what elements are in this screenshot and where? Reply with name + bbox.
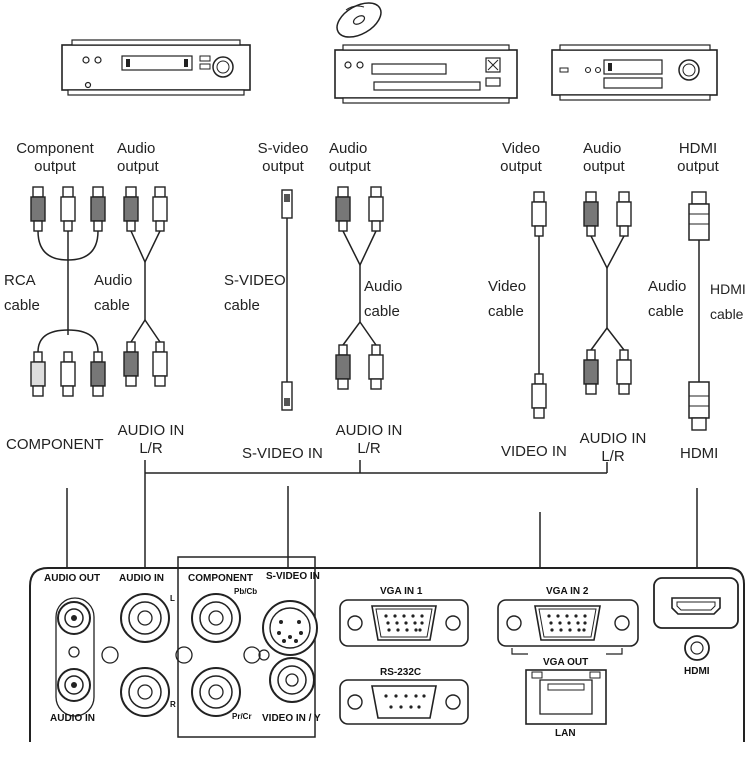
panel-audio-out-label: AUDIO OUT (44, 573, 101, 584)
panel-l-label: L (170, 594, 175, 603)
panel-hdmi-label: HDMI (684, 666, 710, 677)
panel-r-label: R (170, 700, 176, 709)
audio-in-l-jack (120, 593, 170, 643)
component-pr-jack (191, 667, 241, 717)
video-cable (531, 191, 547, 419)
panel-vga-in-1-label: VGA IN 1 (380, 586, 423, 597)
dvd-player-device (334, 44, 518, 104)
rear-panel (29, 556, 745, 742)
disc-icon (336, 2, 382, 38)
svideo-cable (281, 189, 293, 411)
audio-in-jack (57, 668, 91, 702)
audio-out-jack (57, 601, 91, 635)
vga-in-1-port (339, 599, 469, 647)
panel-pb-cb-label: Pb/Cb (234, 587, 258, 596)
panel-svideo-in-label: S-VIDEO IN (266, 571, 320, 582)
rca-cable (30, 186, 106, 397)
lan-port (525, 669, 607, 725)
panel-rs232c-label: RS-232C (380, 667, 422, 678)
video-in-jack (269, 657, 315, 703)
audio-cable-2 (335, 186, 384, 390)
hdmi-port (653, 577, 739, 661)
panel-pr-cr-label: Pr/Cr (232, 712, 252, 721)
panel-audio-in-bottom-label: AUDIO IN (50, 713, 95, 724)
vga-in-2-port (497, 599, 639, 655)
hdmi-cable (688, 191, 710, 431)
component-y-jack (191, 593, 241, 643)
av-receiver-device (551, 44, 718, 101)
audio-cable-1 (123, 186, 168, 387)
audio-in-r-jack (120, 667, 170, 717)
hdmi-in-label: HDMI (680, 445, 719, 462)
panel-vga-in-2-label: VGA IN 2 (546, 586, 589, 597)
svideo-in-label: S-VIDEO IN (242, 445, 323, 462)
panel-component-label: COMPONENT (188, 573, 253, 584)
vcr-device (61, 39, 251, 96)
video-in-label: VIDEO IN (501, 443, 567, 460)
panel-vga-out-label: VGA OUT (543, 657, 589, 668)
svideo-in-jack (262, 600, 318, 656)
panel-video-in-y-label: VIDEO IN / Y (262, 713, 321, 724)
panel-audio-in-top-label: AUDIO IN (119, 573, 164, 584)
rs232c-port (339, 679, 469, 725)
audio-cable-3 (583, 191, 632, 395)
component-in-label: COMPONENT (6, 436, 104, 453)
panel-lan-label: LAN (555, 728, 576, 739)
